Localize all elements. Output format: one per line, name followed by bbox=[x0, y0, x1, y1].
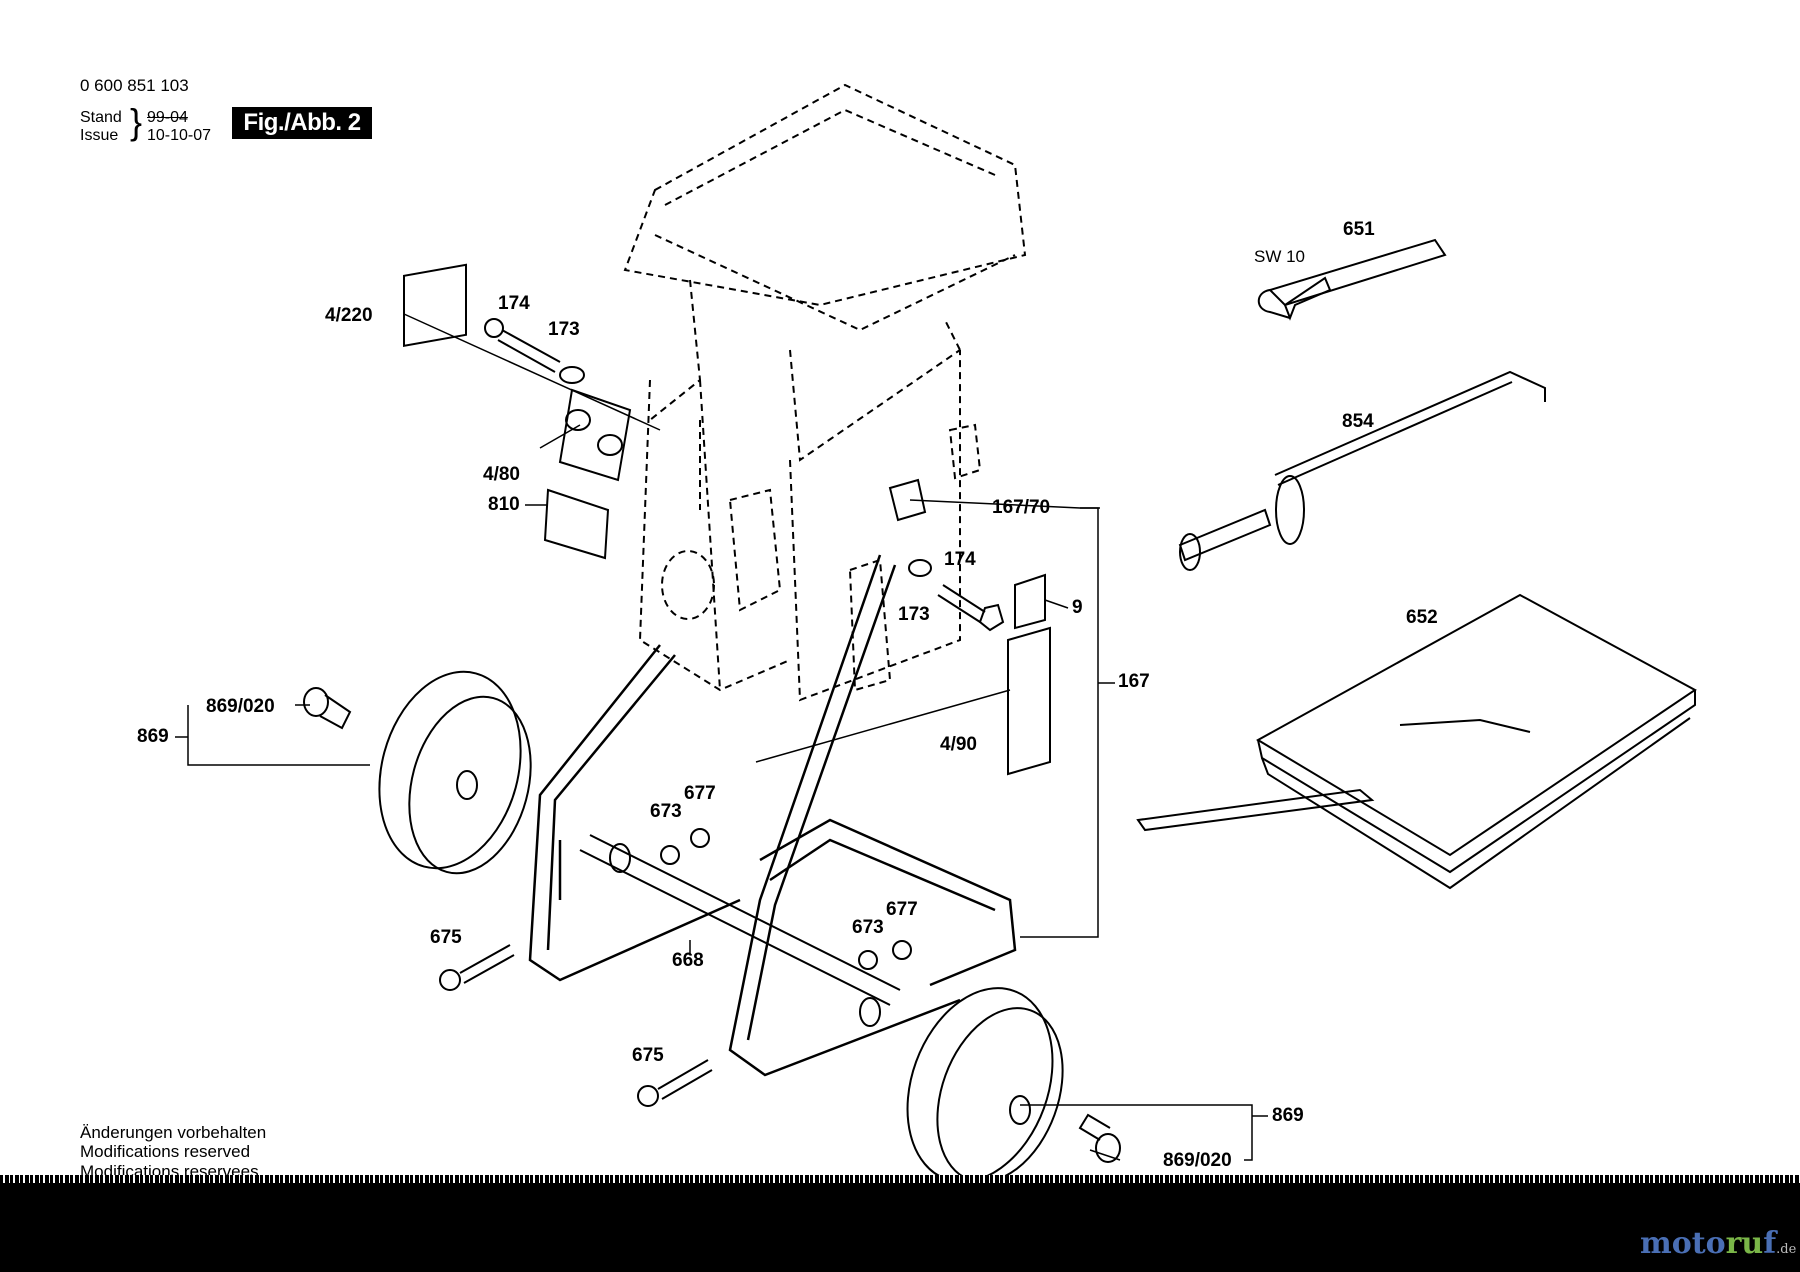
axle-668 bbox=[579, 834, 901, 1027]
hopper-body-outline bbox=[623, 83, 1027, 702]
collection-bag-652 bbox=[1136, 593, 1697, 890]
part-label-9: 9 bbox=[1072, 597, 1083, 618]
part-label-173-right: 173 bbox=[898, 604, 930, 625]
part-label-869-020-left: 869/020 bbox=[206, 696, 275, 717]
watermark-part1: moto bbox=[1640, 1226, 1726, 1261]
footer-note-de: Änderungen vorbehalten bbox=[80, 1123, 267, 1142]
label-plate-9 bbox=[1014, 573, 1046, 630]
brace-glyph: } bbox=[130, 101, 143, 142]
document-number: 0 600 851 103 bbox=[80, 76, 189, 95]
part-label-675-left: 675 bbox=[430, 927, 462, 948]
part-label-677-right: 677 bbox=[886, 899, 918, 920]
crank-handle-854 bbox=[1178, 370, 1546, 571]
leader-lines bbox=[175, 313, 1268, 1161]
watermark-suffix: .de bbox=[1776, 1242, 1797, 1257]
part-label-673-left: 673 bbox=[650, 801, 682, 822]
part-label-651: 651 bbox=[1343, 219, 1375, 240]
bolt-675-right bbox=[637, 1059, 713, 1107]
wrench-651 bbox=[1257, 238, 1447, 321]
footer-note-en: Modifications reserved bbox=[80, 1142, 251, 1161]
part-label-652: 652 bbox=[1406, 607, 1438, 628]
washer-673-left bbox=[660, 845, 680, 865]
stand-label: Stand bbox=[80, 109, 122, 126]
bolt-675-left bbox=[439, 944, 515, 991]
part-label-4-220: 4/220 bbox=[325, 305, 373, 326]
part-label-675-right: 675 bbox=[632, 1045, 664, 1066]
washer-673-right bbox=[858, 950, 878, 970]
part-label-173-top: 173 bbox=[548, 319, 580, 340]
issue-value: 10-10-07 bbox=[147, 127, 212, 144]
part-label-869-left: 869 bbox=[137, 726, 169, 747]
wheel-right bbox=[906, 987, 1064, 1183]
part-label-869-right: 869 bbox=[1272, 1105, 1304, 1126]
label-plate-4-90 bbox=[1007, 626, 1051, 776]
wheel-left bbox=[378, 670, 532, 875]
label-plate-810 bbox=[543, 488, 610, 560]
label-plate-4-80 bbox=[558, 388, 632, 482]
part-label-673-right: 673 bbox=[852, 917, 884, 938]
plug-167-70 bbox=[888, 478, 927, 522]
bolt-174-top bbox=[484, 318, 585, 384]
part-label-174-right: 174 bbox=[944, 549, 976, 570]
part-label-4-90: 4/90 bbox=[940, 734, 977, 755]
label-plate-4-220 bbox=[403, 263, 467, 347]
figure-label: Fig./Abb. 2 bbox=[232, 107, 372, 139]
nut-677-left bbox=[690, 828, 710, 848]
watermark-part2: ru bbox=[1725, 1226, 1764, 1261]
watermark-part3: f bbox=[1763, 1226, 1777, 1261]
watermark-logo: motoruf.de bbox=[1640, 1226, 1796, 1261]
part-label-167-70: 167/70 bbox=[992, 497, 1051, 518]
part-label-810: 810 bbox=[488, 494, 520, 515]
part-label-174-top: 174 bbox=[498, 293, 530, 314]
cap-869-020-left bbox=[303, 687, 352, 730]
part-label-4-80: 4/80 bbox=[483, 464, 520, 485]
nut-677-right bbox=[892, 940, 912, 960]
frame-167 bbox=[528, 554, 1017, 1077]
wrench-size-label: SW 10 bbox=[1254, 247, 1306, 266]
stand-value: 99-04 bbox=[147, 109, 188, 126]
bolt-174-right bbox=[908, 559, 1005, 632]
part-label-677-left: 677 bbox=[684, 783, 716, 804]
part-label-668: 668 bbox=[672, 950, 704, 971]
bottom-black-bar bbox=[0, 1183, 1800, 1272]
part-label-854: 854 bbox=[1342, 411, 1374, 432]
part-label-869-020-right: 869/020 bbox=[1163, 1150, 1232, 1171]
issue-label: Issue bbox=[80, 127, 119, 144]
part-label-167: 167 bbox=[1118, 671, 1150, 692]
cap-869-020-right bbox=[1078, 1113, 1121, 1163]
